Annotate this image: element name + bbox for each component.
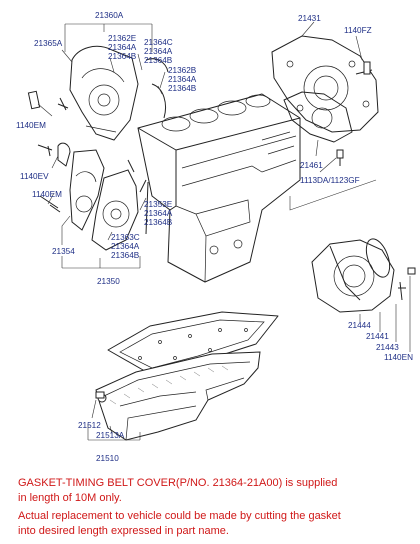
label-21350: 21350 bbox=[97, 277, 120, 286]
label-21513A: 21513A bbox=[96, 431, 125, 440]
label-21364B-low: 21364B bbox=[111, 251, 140, 260]
part-labels: 21360A 21365A 21362E 21364A 21364B 21364… bbox=[16, 11, 413, 463]
oil-pan-drawing bbox=[95, 351, 261, 441]
label-21362E: 21362E bbox=[108, 34, 137, 43]
label-21353E: 21353E bbox=[144, 200, 173, 209]
label-21364A-top-2: 21364A bbox=[144, 47, 173, 56]
label-21364B-top-1: 21364B bbox=[108, 52, 137, 61]
parts-exploded-diagram: 21360A 21365A 21362E 21364A 21364B 21364… bbox=[16, 11, 416, 463]
note-line-3: Actual replacement to vehicle could be m… bbox=[18, 510, 341, 522]
leader-lines bbox=[37, 21, 411, 441]
rear-plate-drawing bbox=[271, 35, 379, 166]
label-21441: 21441 bbox=[366, 332, 389, 341]
label-21365A: 21365A bbox=[34, 39, 63, 48]
label-1140EV: 1140EV bbox=[20, 172, 49, 181]
label-21364A-top-1: 21364A bbox=[108, 43, 137, 52]
engine-block-drawing bbox=[137, 93, 301, 283]
label-21364B-top-2: 21364B bbox=[144, 56, 173, 65]
label-21461: 21461 bbox=[300, 161, 323, 170]
note-line-1: GASKET-TIMING BELT COVER(P/NO. 21364-21A… bbox=[18, 477, 338, 489]
label-1140EN: 1140EN bbox=[384, 353, 413, 362]
label-21444: 21444 bbox=[348, 321, 371, 330]
note-line-2: in length of 10M only. bbox=[18, 491, 122, 504]
timing-belt-cover-upper-drawing bbox=[27, 45, 169, 141]
rear-oil-seal-case-drawing bbox=[311, 238, 416, 313]
label-21443: 21443 bbox=[376, 343, 399, 352]
label-1140EM-upper: 1140EM bbox=[16, 121, 46, 130]
label-21510: 21510 bbox=[96, 454, 119, 463]
gasket-supply-note: GASKET-TIMING BELT COVER(P/NO. 21364-21A… bbox=[18, 476, 414, 538]
label-21512: 21512 bbox=[78, 421, 101, 430]
label-21362B: 21362B bbox=[168, 66, 197, 75]
label-1140EM-lower: 1140EM bbox=[32, 190, 62, 199]
label-21364A-mid: 21364A bbox=[144, 209, 173, 218]
label-21431: 21431 bbox=[298, 14, 321, 23]
timing-belt-cover-lower-drawing bbox=[37, 142, 149, 251]
note-line-4: into desired length expressed in part na… bbox=[18, 524, 229, 537]
label-21364A-low: 21364A bbox=[111, 242, 140, 251]
label-21360A: 21360A bbox=[95, 11, 124, 20]
label-21364C: 21364C bbox=[144, 38, 173, 47]
label-1113DA-1123GF: 1113DA/1123GF bbox=[300, 176, 360, 185]
label-21364B-top-3: 21364B bbox=[168, 84, 197, 93]
label-21364B-mid: 21364B bbox=[144, 218, 173, 227]
label-21364A-top-3: 21364A bbox=[168, 75, 197, 84]
label-21363C: 21363C bbox=[111, 233, 140, 242]
label-21354: 21354 bbox=[52, 247, 75, 256]
label-1140FZ: 1140FZ bbox=[344, 26, 372, 35]
